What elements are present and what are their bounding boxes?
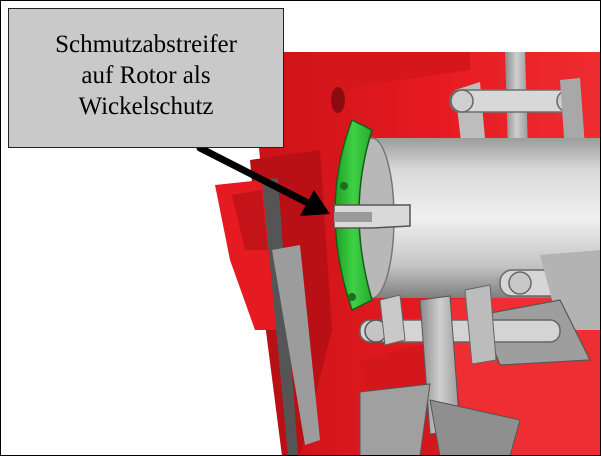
pointer-arrow: [196, 144, 330, 216]
callout-label: Schmutzabstreifer auf Rotor als Wickelsc…: [55, 30, 237, 120]
frame-edge: [262, 178, 320, 456]
lower-tines: [359, 250, 601, 456]
upper-brackets: [449, 52, 586, 165]
callout-box: Schmutzabstreifer auf Rotor als Wickelsc…: [8, 8, 284, 148]
scraper-blade: [333, 204, 411, 229]
